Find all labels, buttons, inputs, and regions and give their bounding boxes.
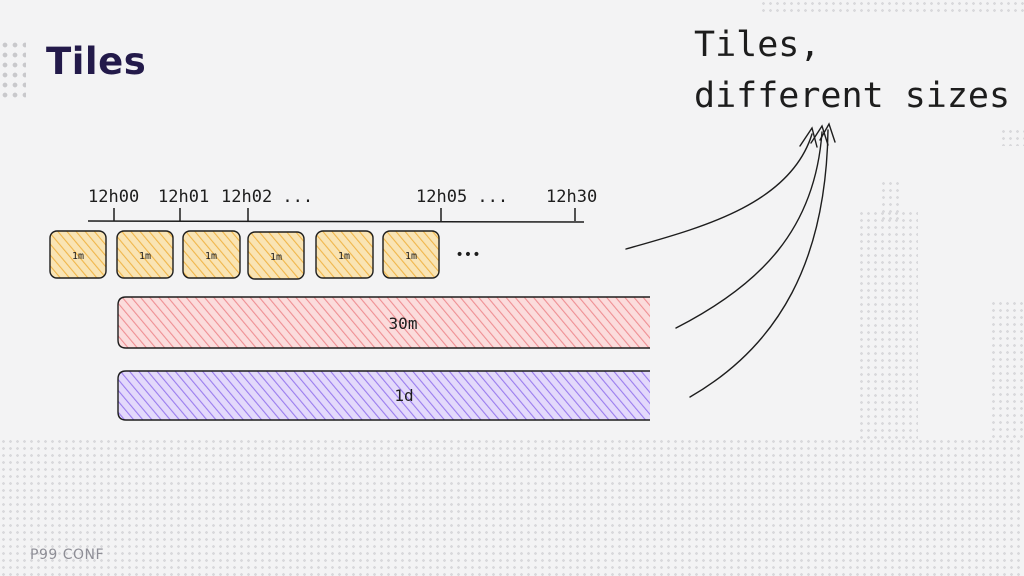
day-tile-label: 1d	[394, 386, 413, 405]
timeline-axis	[87, 220, 585, 223]
timeline-label-12h30: 12h30	[546, 187, 597, 207]
minute-tile: 1m	[49, 230, 107, 279]
day-tile: 1d	[117, 370, 650, 421]
minute-tile: 1m	[116, 230, 174, 279]
minute-tile-label: 1m	[139, 251, 151, 262]
timeline-label-12h01: 12h01	[158, 187, 209, 207]
arrow-to-day-tile	[689, 129, 829, 398]
arrow-to-minute-tiles	[625, 133, 813, 250]
tiles-continuation: •••	[455, 247, 480, 263]
slide-title: Tiles	[46, 40, 147, 83]
arrowhead	[810, 124, 829, 146]
timeline-label-12h02: 12h02 ...	[221, 187, 313, 207]
minute-tile: 1m	[315, 230, 374, 279]
minute-tile-label: 1m	[205, 251, 217, 262]
half-hour-tile: 30m	[117, 296, 650, 349]
minute-tile: 1m	[182, 230, 241, 279]
minute-tile-label: 1m	[405, 251, 417, 262]
conference-footer: P99 CONF	[30, 547, 105, 563]
minute-tile-label: 1m	[338, 251, 350, 262]
half-hour-tile-label: 30m	[389, 314, 418, 333]
arrowhead	[819, 122, 836, 143]
arrowhead	[799, 126, 818, 148]
arrow-to-half-hour-tile	[675, 131, 823, 329]
minute-tile-label: 1m	[72, 251, 84, 262]
annotation-line-1: Tiles,	[694, 25, 820, 65]
minute-tile-label: 1m	[270, 252, 282, 263]
minute-tile: 1m	[247, 231, 305, 280]
timeline-label-12h00: 12h00	[88, 187, 139, 207]
minute-tile: 1m	[382, 230, 440, 279]
annotation-line-2: different sizes	[694, 76, 1010, 116]
timeline-label-12h05: 12h05 ...	[416, 187, 508, 207]
